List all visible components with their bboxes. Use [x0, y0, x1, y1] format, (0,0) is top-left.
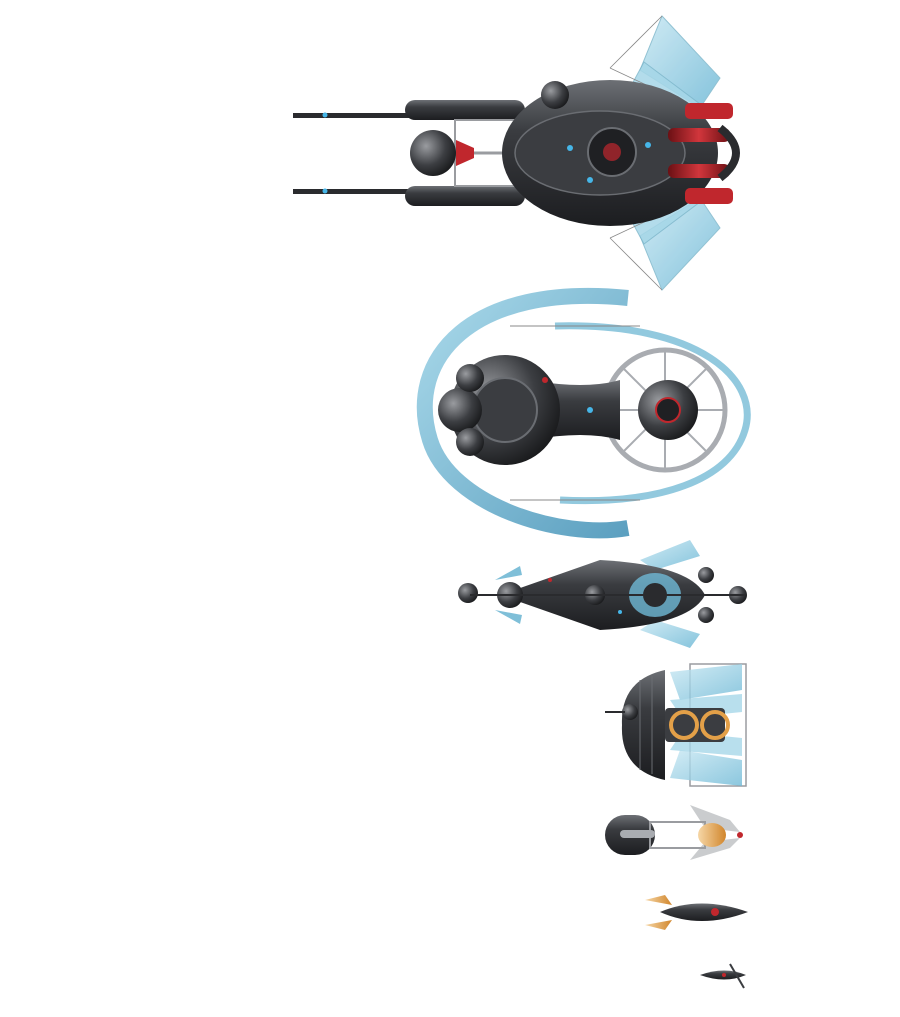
engine-pod-upper: [668, 128, 730, 142]
ship-ring-station: [416, 287, 751, 539]
rear-thruster-lower: [698, 607, 714, 623]
ship-finned-frigate: [458, 540, 747, 648]
ship-large-cruiser: [293, 15, 740, 291]
fin-bottom: [640, 620, 700, 648]
sensor-sphere: [410, 130, 456, 176]
ship-micro-drone: [700, 963, 746, 989]
pylon-lower: [293, 189, 423, 194]
rear-thruster-upper: [698, 567, 714, 583]
pylon-upper: [293, 113, 423, 118]
wing-upper: [645, 895, 672, 905]
sail-upper: [670, 664, 742, 700]
dome-hull: [621, 670, 665, 780]
dart-hull: [660, 903, 748, 921]
ring-shield-inner: [554, 322, 751, 505]
thrust-ring-left: [669, 710, 699, 740]
fin-upper: [690, 805, 740, 832]
ring-shield-outer: [416, 287, 630, 539]
ship-dart-fighter: [645, 895, 748, 930]
ship-dome-carrier: [605, 663, 747, 787]
sail-lower: [670, 750, 742, 786]
engine-pod-lower: [668, 164, 730, 178]
front-sphere: [458, 583, 478, 603]
wing-lower: [645, 920, 672, 930]
thrust-ring-right: [700, 710, 730, 740]
orange-engine: [698, 823, 726, 847]
ship-pod-scout: [605, 805, 743, 860]
fin-top: [640, 540, 700, 570]
fin-lower: [690, 838, 740, 860]
